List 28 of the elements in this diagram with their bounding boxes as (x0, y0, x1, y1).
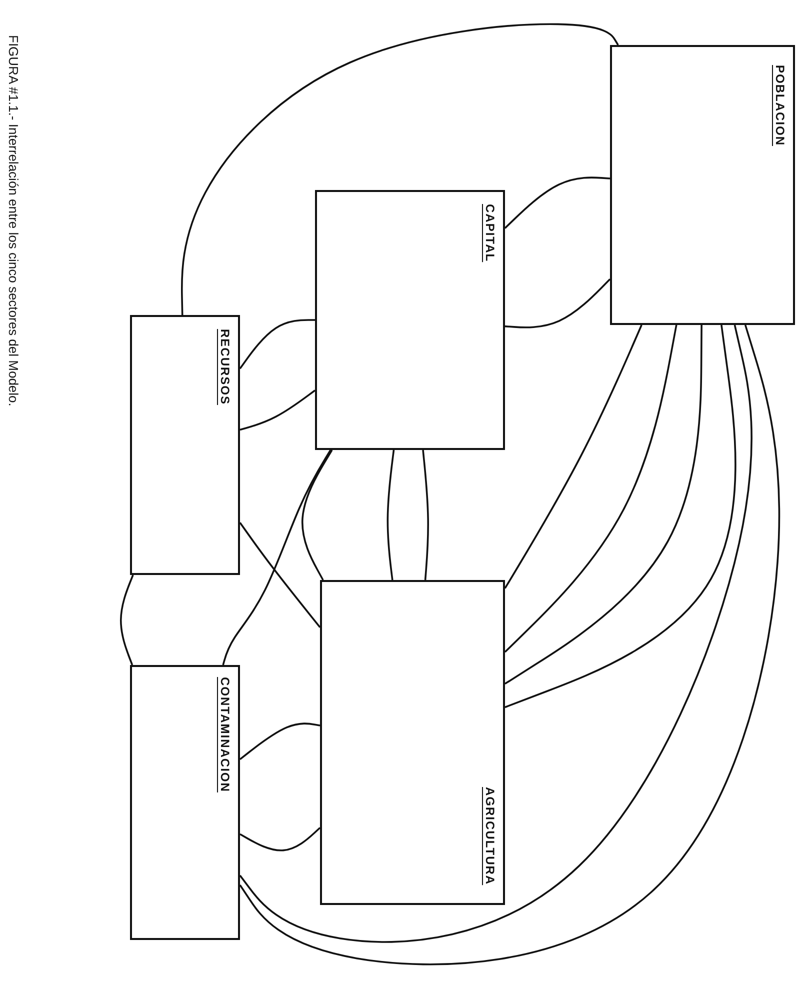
connector-line (386, 450, 395, 580)
connector-line (239, 722, 320, 760)
connector-line (240, 390, 316, 431)
sector-box (610, 45, 795, 325)
sector-heading: CAPITAL (483, 204, 497, 262)
sector-heading: RECURSOS (218, 329, 232, 406)
connector-line (504, 324, 736, 708)
sector-box (315, 190, 505, 450)
connector-line (239, 319, 315, 370)
connector-line (239, 522, 321, 628)
figure-caption: FIGURA #1.1.- Interrelación entre los cinco sectores del Modelo. (6, 35, 21, 406)
sector-heading: AGRICULTURA (483, 787, 497, 886)
connector-line (504, 325, 702, 685)
connector-line (302, 450, 333, 580)
sector-box (320, 580, 505, 905)
connector-line (222, 450, 332, 666)
connector-line (180, 23, 619, 316)
connector-line (120, 574, 134, 666)
connector-line (504, 324, 678, 653)
connector-line (240, 827, 321, 852)
sector-heading: POBLACION (773, 65, 787, 146)
connector-line (504, 324, 642, 589)
sector-heading: CONTAMINACION (218, 677, 232, 792)
sector-box (130, 315, 240, 575)
connector-line (504, 176, 610, 229)
connector-line (422, 450, 429, 580)
sector-box (130, 665, 240, 940)
connector-line (504, 278, 611, 328)
